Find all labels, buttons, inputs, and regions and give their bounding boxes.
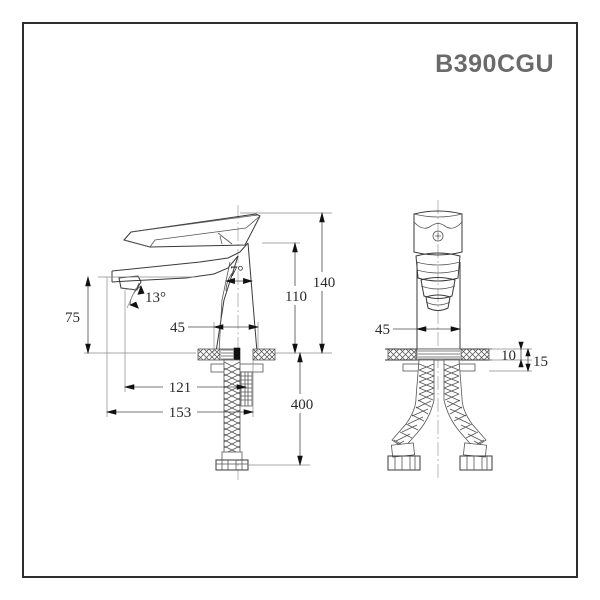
cartridge-rings-front (415, 252, 461, 311)
mounting-rod-side (240, 371, 253, 407)
dim-label-45-side: 45 (170, 320, 185, 336)
dim-label-45-front: 45 (375, 322, 390, 338)
dim-label-13deg: 13° (145, 290, 166, 306)
dim-label-10: 10 (501, 348, 516, 364)
side-elevation-view: 75 13° 7° 45 (65, 205, 340, 480)
page-title: B390CGU (435, 50, 554, 78)
braided-hose-side (215, 359, 249, 471)
dim-label-7deg: 7° (230, 264, 244, 280)
dim-label-75: 75 (65, 310, 80, 326)
side-dimension-annotations: 75 13° 7° 45 (65, 211, 340, 467)
front-dimension-annotations: 45 10 15 (375, 322, 548, 373)
dim-label-400: 400 (291, 397, 314, 413)
dim-label-121: 121 (169, 380, 192, 396)
dim-label-110: 110 (285, 289, 307, 305)
lever-handle-side (123, 213, 261, 248)
dim-label-153: 153 (169, 405, 192, 421)
counter-section-front (385, 348, 492, 372)
faucet-body-front (416, 262, 461, 352)
front-elevation-view: 45 10 15 (375, 200, 548, 480)
braided-hoses-front (387, 359, 493, 471)
dim-label-140: 140 (313, 275, 336, 291)
dim-label-15: 15 (533, 354, 548, 370)
faucet-body-side (111, 242, 258, 353)
